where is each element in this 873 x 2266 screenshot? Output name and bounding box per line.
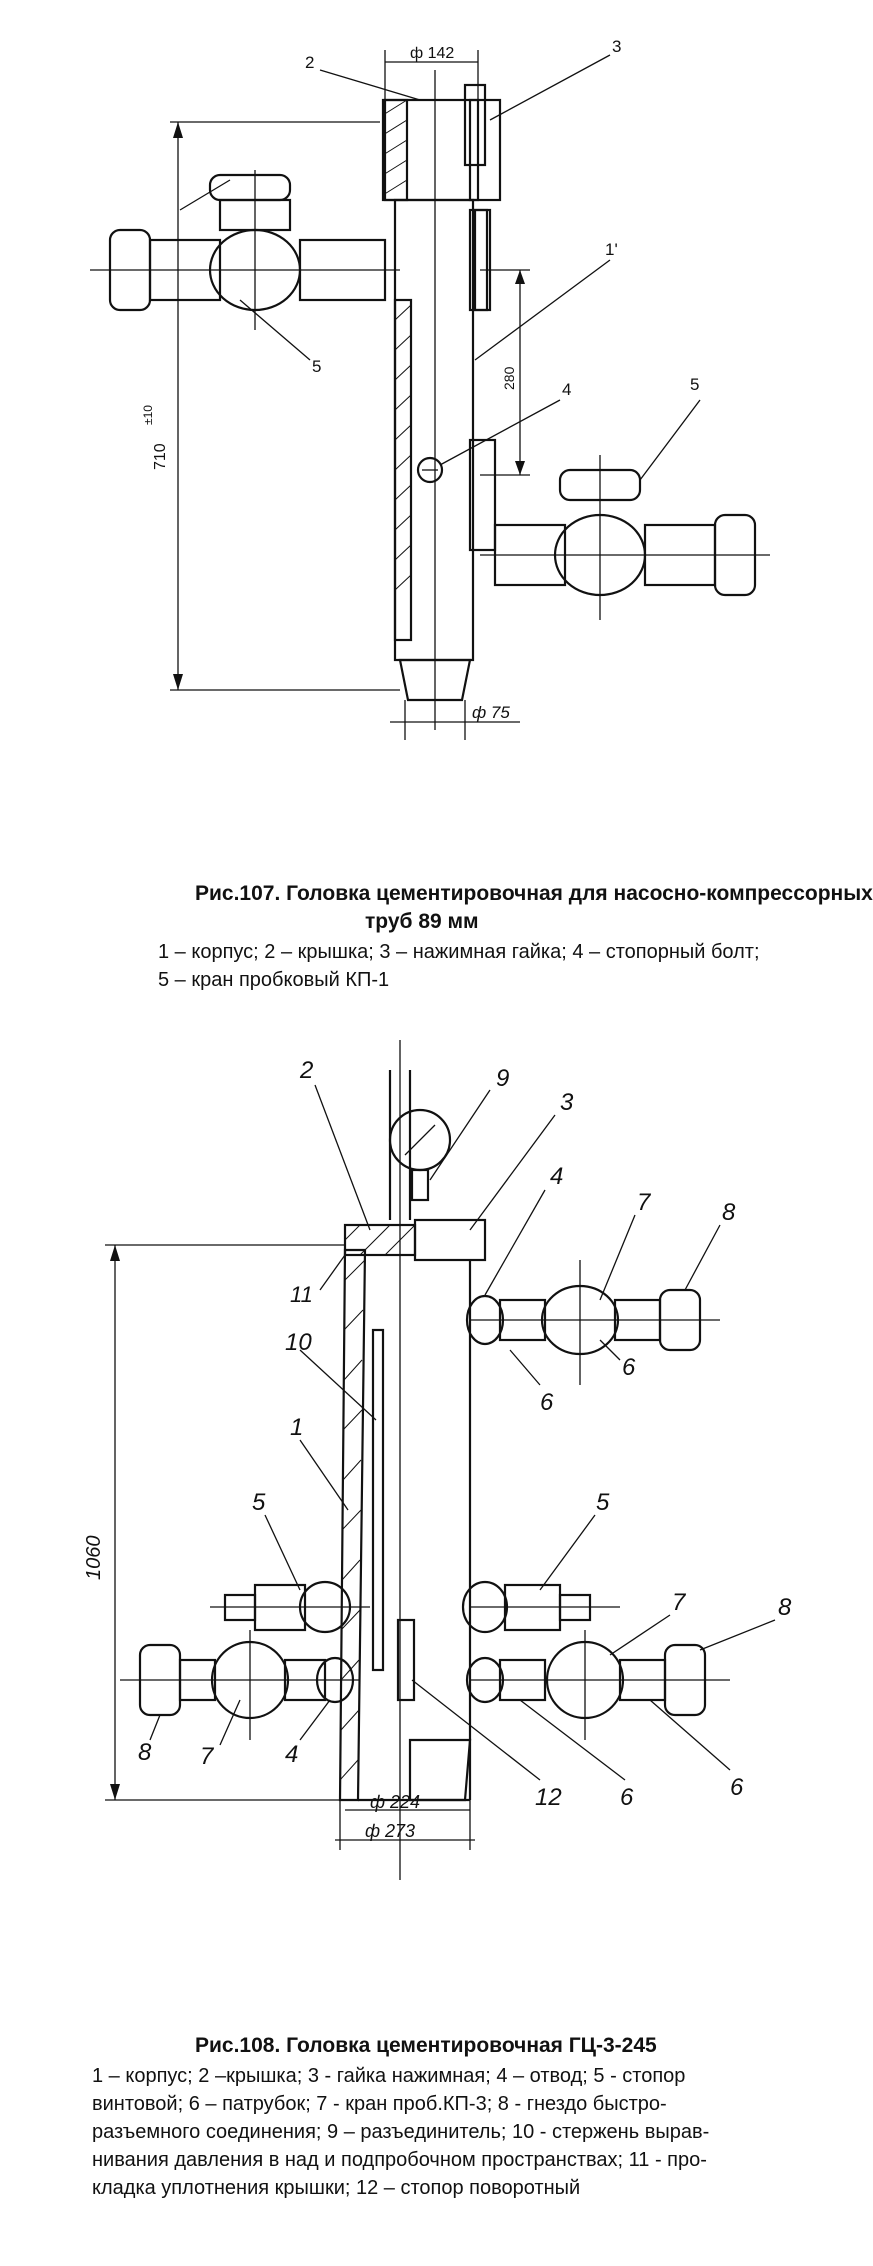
callout-6-lower-right: 6 — [730, 1774, 744, 1801]
caption-108-legend-line4: нивания давления в над и подпробочном пр… — [92, 2149, 707, 2171]
callout-5-left: 5 — [252, 1489, 266, 1516]
dim-d75: ф 75 — [472, 703, 510, 722]
lower-left-outlet-icon — [120, 1630, 360, 1740]
callout-12: 12 — [535, 1784, 562, 1811]
callout-7-left: 7 — [200, 1743, 215, 1770]
figure-107-drawing: 710 ±10 ф 142 — [0, 0, 850, 880]
caption-107-legend-line2: 5 – кран пробковый КП-1 — [158, 969, 390, 991]
callout-4: 4 — [550, 1163, 563, 1190]
callout-1: 1 — [290, 1414, 303, 1441]
callout-8-right: 8 — [778, 1594, 792, 1621]
right-valve-icon — [480, 455, 770, 620]
callout-4: 4 — [562, 380, 571, 399]
callout-4-left: 4 — [285, 1741, 298, 1768]
callout-7-right: 7 — [672, 1589, 687, 1616]
dim-280: 280 — [501, 366, 517, 390]
caption-108-title: Рис.108. Головка цементировочная ГЦ-3-24… — [195, 2034, 657, 2057]
callout-1prime: 1' — [605, 240, 618, 259]
lower-right-outlet-icon — [465, 1630, 730, 1740]
caption-108-legend-line2: винтовой; 6 – патрубок; 7 - кран проб.КП… — [92, 2093, 667, 2115]
caption-108-legend-line5: кладка уплотнения крышки; 12 – стопор по… — [92, 2177, 581, 2199]
callout-11: 11 — [290, 1282, 313, 1307]
callout-8: 8 — [722, 1199, 736, 1226]
left-stop-icon — [210, 1580, 370, 1634]
callout-6-lower-center: 6 — [620, 1784, 634, 1811]
callout-5-right: 5 — [596, 1489, 610, 1516]
figure-108-drawing: 1060 — [0, 1040, 850, 2020]
caption-107-legend-line1: 1 – корпус; 2 – крышка; 3 – нажимная гай… — [158, 941, 760, 963]
figure-107-caption-legend: 1 – корпус; 2 – крышка; 3 – нажимная гай… — [158, 938, 798, 994]
callout-7: 7 — [637, 1189, 652, 1216]
caption-107-title-line2: труб 89 мм — [365, 910, 479, 933]
callout-3: 3 — [560, 1089, 574, 1116]
callout-2: 2 — [299, 1057, 313, 1084]
callout-3: 3 — [612, 37, 621, 56]
callout-10: 10 — [285, 1329, 312, 1356]
caption-107-title-line1: Рис.107. Головка цементировочная для нас… — [195, 882, 873, 905]
callout-5-right: 5 — [690, 375, 699, 394]
dim-1060: 1060 — [83, 1536, 105, 1581]
callout-6-upper-left: 6 — [540, 1389, 554, 1416]
caption-108-legend-line3: разъемного соединения; 9 – разъединитель… — [92, 2121, 710, 2143]
figure-108-caption-legend: 1 – корпус; 2 –крышка; 3 - гайка нажимна… — [92, 2062, 832, 2202]
figure-108-caption-title: Рис.108. Головка цементировочная ГЦ-3-24… — [195, 2032, 755, 2060]
dim-d142: ф 142 — [410, 45, 454, 62]
dim-710: 710 — [152, 443, 169, 470]
left-valve-icon — [90, 170, 400, 330]
caption-108-legend-line1: 1 – корпус; 2 –крышка; 3 - гайка нажимна… — [92, 2065, 686, 2087]
callout-6-upper-right: 6 — [622, 1354, 636, 1381]
upper-outlet-assembly-icon — [465, 1260, 720, 1385]
callout-8-left: 8 — [138, 1739, 152, 1766]
figure-107-caption-title: Рис.107. Головка цементировочная для нас… — [195, 880, 873, 936]
dim-710-tol: ±10 — [141, 405, 155, 425]
callout-9: 9 — [496, 1065, 509, 1092]
dim-d224: ф 224 — [370, 1792, 420, 1812]
callout-5-left: 5 — [312, 357, 321, 376]
dim-d273: ф 273 — [365, 1821, 415, 1841]
right-stop-icon — [461, 1580, 620, 1634]
callout-2: 2 — [305, 53, 314, 72]
